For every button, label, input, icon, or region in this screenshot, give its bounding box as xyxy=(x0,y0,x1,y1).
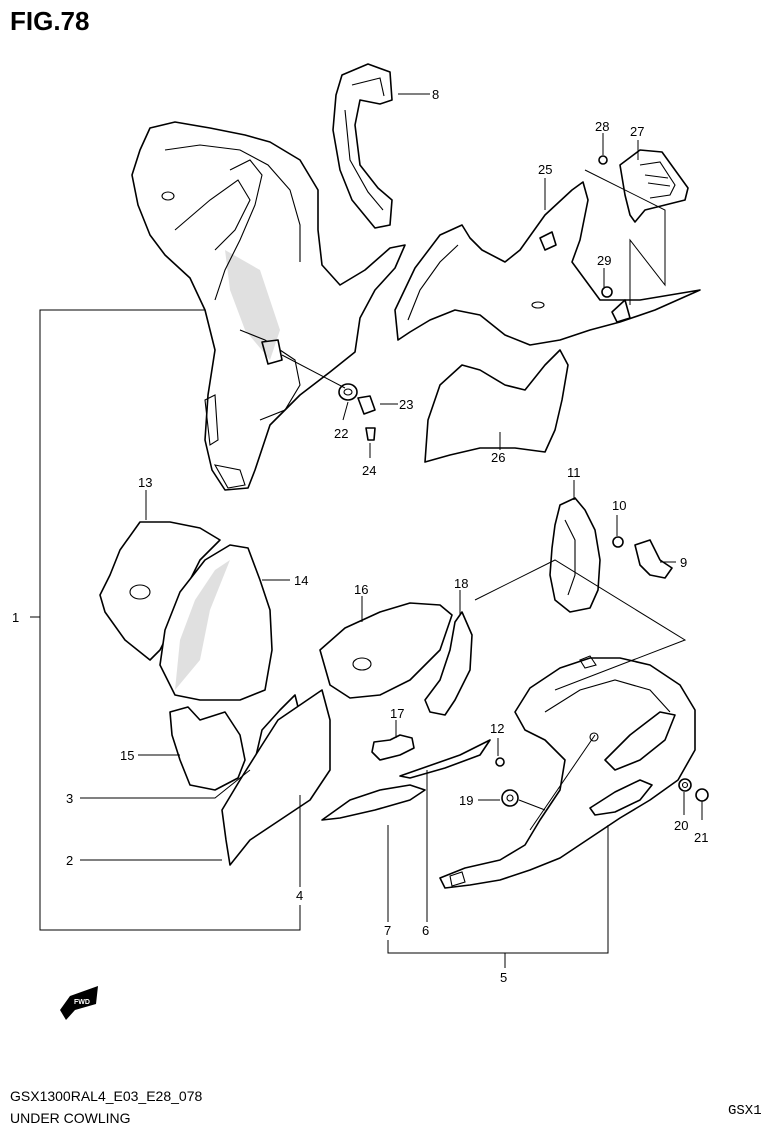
part-10-bolt[interactable] xyxy=(612,536,624,548)
callout-4: 4 xyxy=(296,888,303,903)
part-12-screw[interactable] xyxy=(495,757,505,767)
leader-lines xyxy=(30,93,703,968)
callout-8: 8 xyxy=(432,87,439,102)
callout-22: 22 xyxy=(334,426,348,441)
part-23-nut[interactable] xyxy=(357,395,376,415)
callout-20: 20 xyxy=(674,818,688,833)
part-29-bolt[interactable] xyxy=(601,286,613,298)
part-9-stay[interactable] xyxy=(634,539,673,579)
callout-15: 15 xyxy=(120,748,134,763)
part-19-grommet[interactable] xyxy=(501,789,519,807)
callout-25: 25 xyxy=(538,162,552,177)
callout-10: 10 xyxy=(612,498,626,513)
callout-24: 24 xyxy=(362,463,376,478)
callout-9: 9 xyxy=(680,555,687,570)
svg-text:FWD: FWD xyxy=(74,999,90,1006)
model-label: GSX1 xyxy=(728,1103,762,1119)
part-8-duct[interactable] xyxy=(332,63,393,229)
part-7-strip[interactable] xyxy=(321,784,426,821)
callout-27: 27 xyxy=(630,124,644,139)
callout-6: 6 xyxy=(422,923,429,938)
callout-1: 1 xyxy=(12,610,19,625)
callout-23: 23 xyxy=(399,397,413,412)
callout-2: 2 xyxy=(66,853,73,868)
part-15-cover[interactable] xyxy=(169,706,246,791)
part-6-strip[interactable] xyxy=(399,739,491,779)
figure-name: UNDER COWLING xyxy=(10,1110,131,1126)
fwd-arrow-icon: FWD xyxy=(60,986,98,1020)
part-16-panel[interactable] xyxy=(319,602,453,699)
callout-28: 28 xyxy=(595,119,609,134)
callout-11: 11 xyxy=(567,465,581,480)
callout-29: 29 xyxy=(597,253,611,268)
callout-3: 3 xyxy=(66,791,73,806)
part-18-strip[interactable] xyxy=(424,611,473,716)
callout-17: 17 xyxy=(390,706,404,721)
figure-code: GSX1300RAL4_E03_E28_078 xyxy=(10,1088,203,1104)
part-24-screw[interactable] xyxy=(365,427,376,441)
part-28-bolt[interactable] xyxy=(598,155,608,165)
part-inner-cowling[interactable] xyxy=(131,121,406,491)
part-11-bracket[interactable] xyxy=(549,497,601,613)
part-26-lower-panel[interactable] xyxy=(424,349,569,463)
part-5-under-cowling[interactable] xyxy=(439,655,696,889)
callout-19: 19 xyxy=(459,793,473,808)
callout-18: 18 xyxy=(454,576,468,591)
callout-21: 21 xyxy=(694,830,708,845)
part-2-lower-piece[interactable] xyxy=(221,689,331,866)
part-20-washer[interactable] xyxy=(678,778,692,792)
figure-title: FIG.78 xyxy=(10,6,90,36)
callout-5: 5 xyxy=(500,970,507,985)
callout-14: 14 xyxy=(294,573,308,588)
callout-26: 26 xyxy=(491,450,505,465)
part-27-bracket[interactable] xyxy=(619,149,689,223)
callout-16: 16 xyxy=(354,582,368,597)
part-22-grommet[interactable] xyxy=(338,383,358,401)
part-17-clip[interactable] xyxy=(371,734,415,761)
callout-12: 12 xyxy=(490,721,504,736)
callout-7: 7 xyxy=(384,923,391,938)
part-21-bolt[interactable] xyxy=(695,788,709,802)
callout-labels: 1 2 3 4 5 6 7 8 9 10 11 12 13 14 15 16 1… xyxy=(12,87,708,985)
callout-13: 13 xyxy=(138,475,152,490)
part-14-cover[interactable] xyxy=(159,544,273,701)
